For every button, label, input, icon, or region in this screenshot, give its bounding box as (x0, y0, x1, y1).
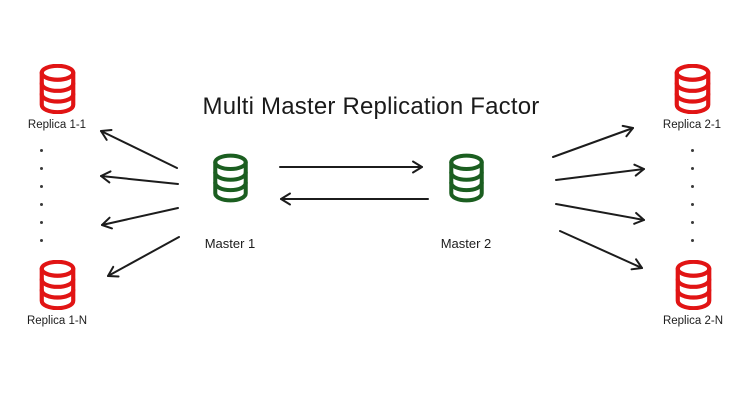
node-replica-2-n: Replica 2-N (653, 260, 733, 327)
arrow-master1-to-replica11 (100, 128, 178, 169)
database-icon (39, 64, 75, 114)
right-ellipsis-dots (691, 149, 694, 242)
database-icon (674, 64, 710, 114)
node-replica-1-n: Replica 1-N (17, 260, 97, 327)
node-label: Replica 2-1 (662, 119, 722, 131)
arrow-master2-to-replica2n (559, 230, 643, 271)
node-label: Master 2 (440, 236, 492, 251)
arrow-master1-to-replica1n (107, 236, 180, 278)
diagram-title: Multi Master Replication Factor (202, 93, 540, 120)
left-ellipsis-dots (40, 149, 43, 242)
node-label: Replica 2-N (662, 315, 724, 327)
node-replica-2-1: Replica 2-1 (652, 64, 732, 131)
node-master-1: Master 1 (190, 153, 270, 251)
database-icon (39, 260, 75, 310)
node-master-2: Master 2 (426, 153, 506, 251)
arrow-master1-to-left-3 (101, 207, 179, 230)
node-label: Replica 1-N (26, 315, 88, 327)
arrow-master2-to-replica21 (552, 124, 634, 158)
node-replica-1-1: Replica 1-1 (17, 64, 97, 131)
arrow-master2-to-right-3 (555, 203, 645, 225)
arrow-master2-to-right-2 (555, 163, 645, 181)
node-label: Replica 1-1 (27, 119, 87, 131)
node-label: Master 1 (204, 236, 256, 251)
database-icon (448, 153, 484, 203)
database-icon (675, 260, 711, 310)
arrow-master1-to-left-2 (100, 170, 179, 185)
database-icon (212, 153, 248, 203)
